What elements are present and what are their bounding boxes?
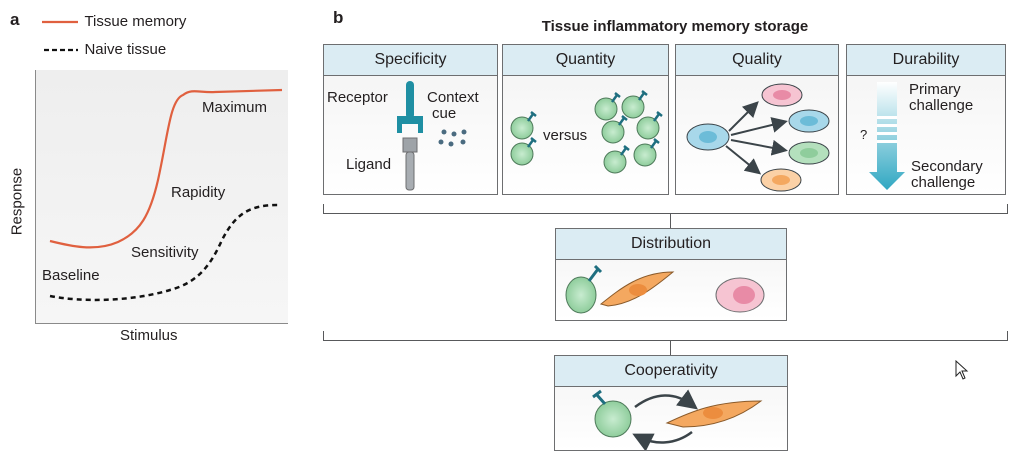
panel-a-label: a: [10, 10, 20, 29]
bottom-bracket-stem: [670, 340, 671, 356]
lymphocyte-quantity-icon: [509, 89, 664, 175]
specificity-box: Specificity Receptor Context cue Ligand: [323, 44, 498, 195]
receptor-ligand-icon: [397, 81, 467, 191]
tissue-memory-curve: [49, 88, 283, 249]
cooperativity-cells-icon: [592, 389, 763, 450]
x-axis-label: Stimulus: [120, 327, 178, 344]
secondary-challenge-line1: Secondary: [911, 158, 983, 175]
top-bracket-stem: [670, 213, 671, 229]
specificity-title: Specificity: [324, 45, 497, 76]
annotation-maximum: Maximum: [202, 99, 268, 116]
cooperativity-box: Cooperativity: [554, 355, 788, 451]
context-cue-dots: [438, 129, 467, 147]
response-curves: [49, 88, 283, 302]
panel-b-label: b: [333, 8, 344, 27]
annotation-baseline: Baseline: [42, 267, 100, 284]
context-label-line2: cue: [432, 105, 457, 122]
diagram-title: Tissue inflammatory memory storage: [541, 18, 809, 35]
naive-tissue-curve: [49, 203, 279, 302]
distribution-box: Distribution: [555, 228, 787, 321]
durability-title: Durability: [847, 45, 1005, 76]
durability-box: Durability Primary challenge ? Secondary…: [846, 44, 1006, 195]
top-bracket: [323, 204, 1008, 214]
ligand-label: Ligand: [346, 156, 392, 173]
y-axis-label: Response: [8, 167, 26, 236]
mouse-cursor-icon: [955, 360, 969, 380]
distribution-title: Distribution: [556, 229, 786, 260]
primary-challenge-line1: Primary: [909, 81, 961, 98]
quality-title: Quality: [676, 45, 838, 76]
annotation-rapidity: Rapidity: [171, 184, 226, 201]
quantity-box: Quantity versus: [502, 44, 669, 195]
legend-tissue-memory: Tissue memory: [40, 12, 186, 32]
legend-solid-line-icon: [42, 20, 78, 24]
quantity-title: Quantity: [503, 45, 668, 76]
primary-challenge-line2: challenge: [909, 97, 974, 114]
legend-label-naive-tissue: Naive tissue: [84, 41, 167, 59]
legend-naive-tissue: Naive tissue: [40, 40, 166, 60]
response-plot-area: [35, 70, 288, 324]
context-label-line1: Context: [427, 89, 479, 106]
durability-question-mark: ?: [860, 127, 868, 142]
legend-dashed-line-icon: [44, 48, 78, 52]
legend-label-tissue-memory: Tissue memory: [84, 13, 187, 31]
quality-box: Quality: [675, 44, 839, 195]
versus-label: versus: [543, 127, 588, 144]
secondary-challenge-line2: challenge: [911, 174, 976, 191]
durability-arrow-icon: [869, 82, 905, 190]
cooperativity-title: Cooperativity: [555, 356, 787, 387]
distribution-cells-icon: [565, 264, 765, 314]
cell-differentiation-icon: [686, 83, 830, 192]
bottom-bracket: [323, 331, 1008, 341]
annotation-sensitivity: Sensitivity: [131, 244, 199, 261]
receptor-label: Receptor: [327, 89, 388, 106]
